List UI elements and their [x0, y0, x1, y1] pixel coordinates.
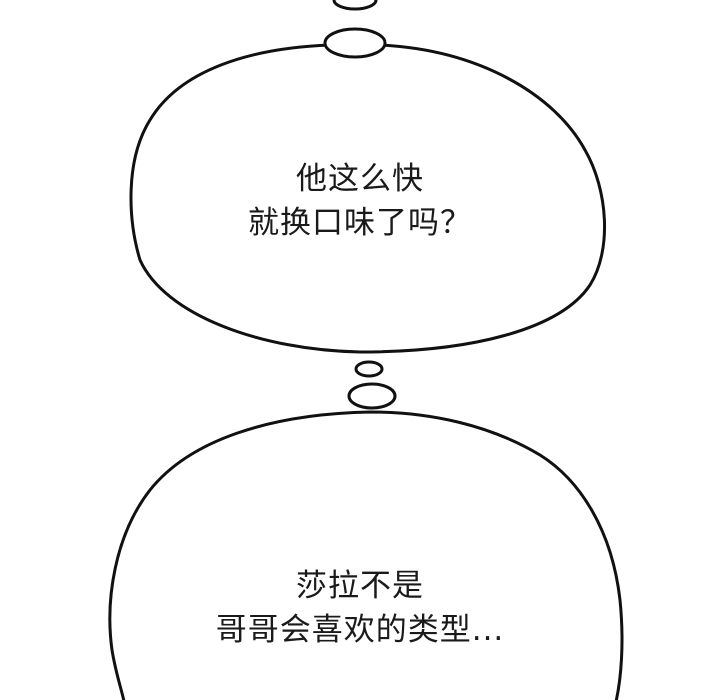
- thought-dot-top-1: [332, 0, 378, 11]
- thought-text-lower-line-1: 莎拉不是: [296, 568, 424, 604]
- thought-text-lower: 莎拉不是 哥哥会喜欢的类型...: [0, 564, 720, 652]
- thought-text-upper: 他这么快 就换口味了吗？: [0, 157, 720, 245]
- thought-text-upper-line-1: 他这么快: [296, 161, 424, 197]
- thought-bubble-upper: [129, 43, 607, 354]
- thought-dot-top-2: [323, 27, 387, 59]
- thought-dot-mid-2: [347, 382, 397, 410]
- thought-text-upper-line-2: 就换口味了吗？: [248, 205, 472, 241]
- thought-bubble-lower: [108, 410, 624, 700]
- thought-dot-mid-1: [354, 360, 384, 378]
- thought-text-lower-line-2: 哥哥会喜欢的类型...: [215, 612, 505, 648]
